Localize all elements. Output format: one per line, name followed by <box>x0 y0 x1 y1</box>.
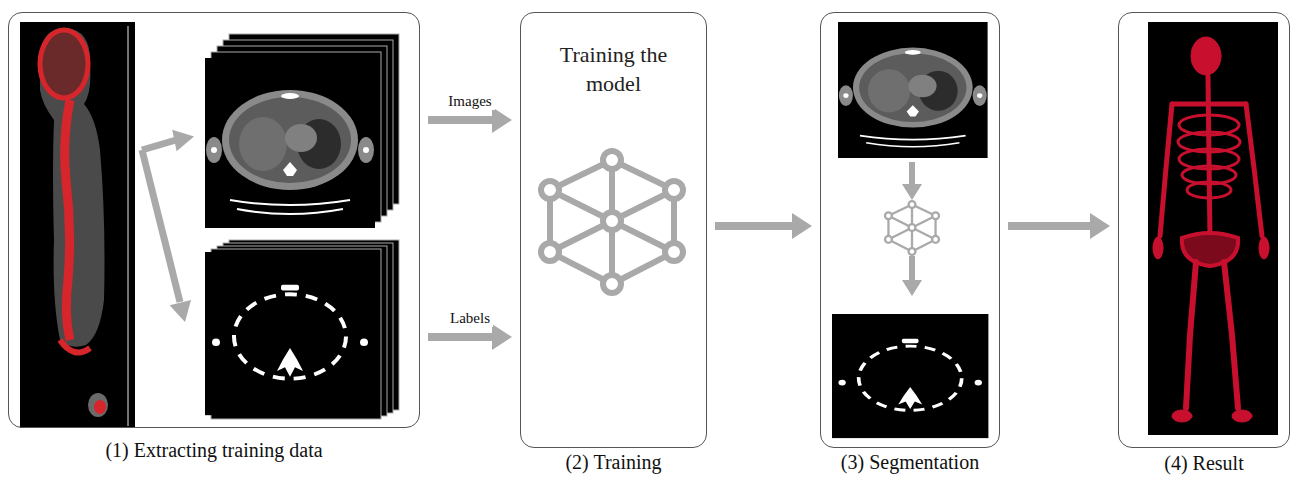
stage-caption: (2) Training <box>481 451 746 474</box>
arrow-head <box>492 324 512 350</box>
label-slice <box>832 314 988 438</box>
arrow-head <box>1090 213 1110 239</box>
network-icon <box>541 151 683 293</box>
flow-arrow <box>428 107 512 133</box>
stage-caption: (1) Extracting training data <box>0 439 459 462</box>
stage-caption: (4) Result <box>1079 452 1298 475</box>
panel-heading: Training the model <box>539 41 689 98</box>
arrow-shaft <box>715 222 794 230</box>
arrow-label: Labels <box>447 310 493 327</box>
stage-panel: (3) Segmentation <box>820 12 1000 448</box>
ct-slice <box>838 22 988 158</box>
image-stack <box>205 34 399 228</box>
flow-arrow <box>715 213 812 239</box>
skeleton-render <box>1148 22 1278 435</box>
flow-arrow <box>428 324 512 350</box>
stage-panel: (1) Extracting training data <box>8 12 420 428</box>
arrow-shaft <box>428 333 494 341</box>
arrow-label: Images <box>445 93 494 110</box>
arrow-shaft <box>428 116 494 124</box>
stage-panel: (4) Result <box>1118 12 1290 448</box>
sagittal-ct <box>20 22 135 428</box>
stage-caption: (3) Segmentation <box>781 451 1039 474</box>
stage-panel: Training the model(2) Training <box>520 12 707 448</box>
fork-arrows <box>142 130 194 322</box>
arrow-head <box>492 107 512 133</box>
arrow-shaft <box>1008 222 1092 230</box>
label-stack <box>205 240 399 419</box>
arrow-head <box>792 213 812 239</box>
flow-arrow <box>1008 213 1110 239</box>
network-icon-small <box>885 201 939 255</box>
